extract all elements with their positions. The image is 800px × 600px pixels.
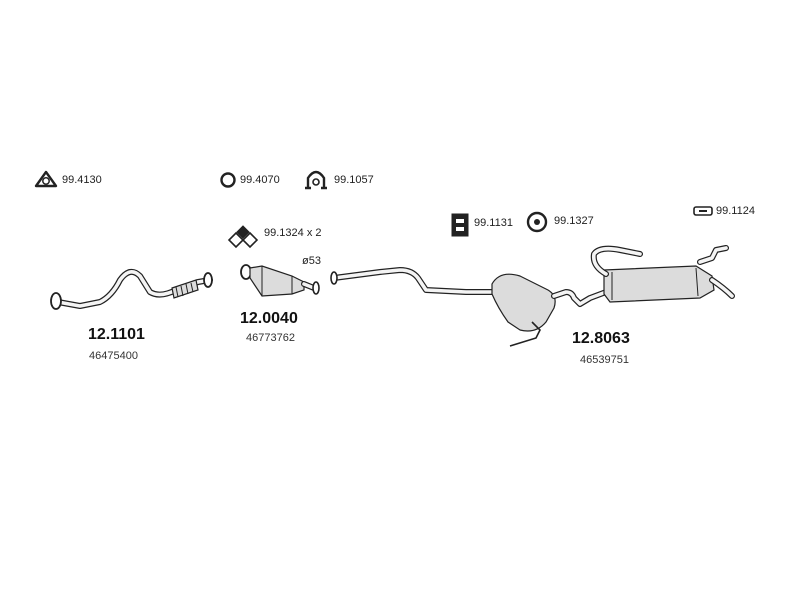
rear-system-code: 12.8063 [572, 330, 630, 347]
tail-hanger-icon [693, 206, 713, 216]
catalyst-part [240, 264, 320, 297]
clamp-icon [305, 170, 327, 190]
front-pipe-part [50, 268, 213, 310]
front-pipe-code: 12.1101 [88, 326, 145, 343]
ring-gasket-icon [220, 172, 236, 188]
rear-system-oem: 46539751 [580, 354, 629, 366]
bolt-kit-number: 99.1324 x 2 [264, 227, 322, 239]
triangle-gasket-icon [34, 170, 58, 188]
front-pipe-oem: 46475400 [89, 350, 138, 362]
rear-system-part [330, 245, 735, 347]
gasket-triangle-number: 99.4130 [62, 174, 102, 186]
rubber-mount-b-number: 99.1327 [554, 215, 594, 227]
catalyst-oem: 46773762 [246, 332, 295, 344]
rubber-mount-a-number: 99.1131 [474, 217, 513, 229]
clamp-number: 99.1057 [334, 174, 374, 186]
rubber-mount-a-icon [451, 213, 469, 237]
tail-hanger-number: 99.1124 [716, 205, 755, 217]
rubber-mount-b-icon [526, 211, 548, 233]
bolt-kit-icon [227, 225, 259, 249]
catalyst-diameter: ø53 [302, 255, 321, 267]
gasket-ring-number: 99.4070 [240, 174, 280, 186]
catalyst-code: 12.0040 [240, 310, 298, 327]
